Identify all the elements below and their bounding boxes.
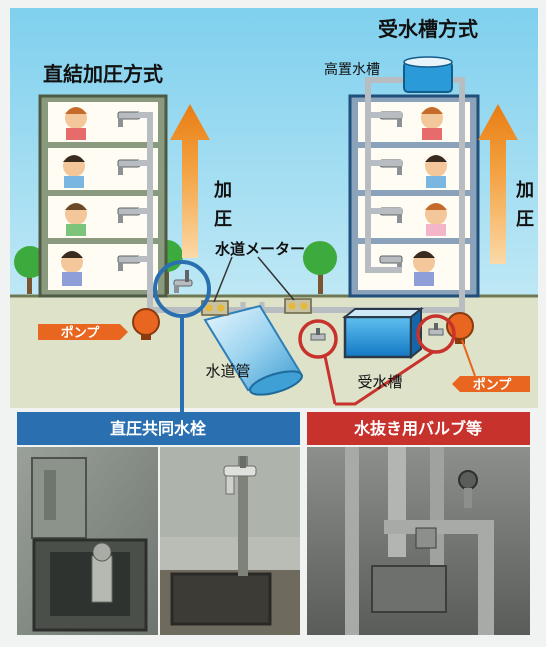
riser-pipe-tank [365,77,412,118]
label-pump-right: ポンプ [473,377,513,393]
photo-standpipe [160,447,300,635]
pump-icon [132,308,160,340]
person-icon [413,251,435,286]
pump-tag-right: ポンプ [452,339,530,393]
water-main [203,304,303,396]
label-receiving-tank: 受水槽 [357,373,402,391]
meter-leader-lines [213,256,295,303]
label-pump-left: ポンプ [61,325,101,341]
tree-icon [303,241,337,294]
person-icon [65,107,87,140]
valve-icon [428,323,444,336]
label-pressure-left-2: 圧 [214,209,232,230]
faucet-icon [117,111,141,127]
elevated-tank [403,56,453,93]
valve-highlight [298,314,456,406]
valve-icon [310,328,326,341]
label-pressure-right-1: 加 [515,180,534,201]
receiving-tank [342,306,424,360]
valve-icon [458,470,478,508]
branch-pipes-tank [365,115,402,273]
person-icon [65,203,87,236]
person-icon [425,155,447,188]
valve-banner-label: 水抜き用バルブ等 [354,419,482,438]
label-water-main: 水道管 [205,362,250,380]
hydrant-banner [17,412,300,445]
photo-drain-valves [307,447,530,635]
person-icon [421,107,443,140]
faucet-icon [173,270,193,293]
faucet-icon [223,456,257,495]
hydrant-banner-label: 直圧共同水栓 [110,419,207,438]
pressure-arrow-right [478,104,518,264]
building-tank [348,94,480,298]
riser-pipe-direct [138,112,153,310]
faucet-icon [379,255,403,271]
label-water-meter: 水道メーター [215,240,305,258]
valve-banner [307,412,530,445]
hydrant-highlight [153,260,211,415]
label-pressure-left-1: 加 [213,180,232,201]
pressure-arrow-left [170,104,210,258]
person-icon [63,155,85,188]
water-meter-icon [284,298,312,314]
person-icon [425,203,447,236]
label-pressure-right-2: 圧 [516,209,534,230]
building-direct [38,94,168,298]
branch-pipes-direct [138,160,150,262]
photo-hydrant-box [17,447,158,635]
label-direct-system: 直結加圧方式 [43,62,163,86]
label-elevated-tank: 高置水槽 [324,61,380,78]
person-icon [61,251,83,286]
label-tank-system: 受水槽方式 [378,17,478,41]
valve-icon [415,527,437,549]
tree-icon [14,246,46,294]
pump-tag-left: ポンプ [38,324,128,341]
